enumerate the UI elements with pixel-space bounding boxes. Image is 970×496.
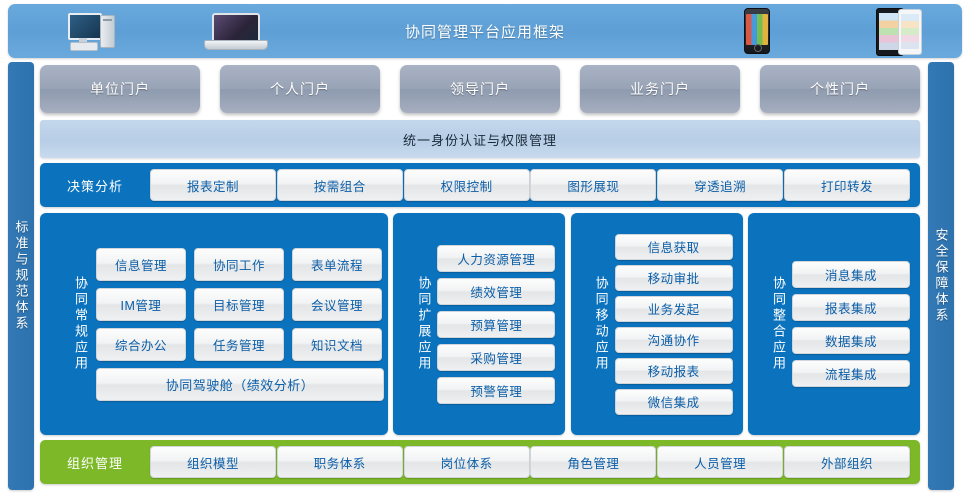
decision-item-graphical-display[interactable]: 图形展现 (530, 169, 657, 201)
unified-auth-bar: 统一身份认证与权限管理 (40, 120, 920, 158)
app-knowledge-document[interactable]: 知识文档 (292, 327, 382, 361)
normal-app-grid: 信息管理 协同工作 表单流程 IM管理 目标管理 会议管理 综合办公 任务管理 … (96, 247, 382, 361)
right-rail-label: 安全保障体系 (933, 228, 949, 324)
page-title: 协同管理平台应用框架 (404, 23, 565, 41)
app-mobile-report[interactable]: 移动报表 (614, 357, 733, 384)
org-item-duty-system[interactable]: 职务体系 (276, 446, 403, 478)
panel-mobile-applications: 协同移动应用 信息获取 移动审批 业务发起 沟通协作 移动报表 微信集成 (570, 213, 743, 435)
app-early-warning-management[interactable]: 预警管理 (437, 376, 556, 404)
app-business-initiation[interactable]: 业务发起 (614, 295, 733, 322)
panel-mobile-body: 信息获取 移动审批 业务发起 沟通协作 移动报表 微信集成 (611, 233, 743, 415)
app-budget-management[interactable]: 预算管理 (437, 310, 556, 338)
portal-row: 单位门户 个人门户 领导门户 业务门户 个性门户 (40, 62, 920, 116)
panel-integration-label: 协同整合应用 (770, 276, 786, 372)
panel-extension-body: 人力资源管理 绩效管理 预算管理 采购管理 预警管理 (433, 244, 565, 404)
normal-app-row: IM管理 目标管理 会议管理 (96, 287, 382, 321)
platform-header: 协同管理平台应用框架 (8, 4, 962, 58)
app-task-management[interactable]: 任务管理 (194, 327, 284, 361)
normal-app-row: 信息管理 协同工作 表单流程 (96, 247, 382, 281)
organization-management-label: 组织管理 (66, 455, 123, 471)
left-rail-standards: 标准与规范体系 (8, 62, 34, 490)
app-meeting-management[interactable]: 会议管理 (292, 287, 382, 321)
org-item-role-management[interactable]: 角色管理 (530, 446, 657, 478)
portal-unit[interactable]: 单位门户 (40, 65, 200, 113)
app-information-management[interactable]: 信息管理 (96, 247, 186, 281)
org-item-personnel-management[interactable]: 人员管理 (657, 446, 784, 478)
application-columns: 协同常规应用 信息管理 协同工作 表单流程 IM管理 目标管理 会议管理 综合办… (40, 213, 920, 435)
app-comprehensive-office[interactable]: 综合办公 (96, 327, 186, 361)
app-performance-management[interactable]: 绩效管理 (437, 277, 556, 305)
desktop-computer-icon (66, 11, 118, 51)
decision-analysis-section: 决策分析 报表定制 按需组合 权限控制 图形展现 穿透追溯 打印转发 (40, 163, 920, 207)
smartphone-icon (744, 8, 770, 54)
decision-analysis-items: 报表定制 按需组合 权限控制 图形展现 穿透追溯 打印转发 (150, 169, 920, 201)
portal-personal[interactable]: 个人门户 (220, 65, 380, 113)
panel-extension-label: 协同扩展应用 (416, 276, 432, 372)
tablet-icon (876, 8, 922, 56)
left-rail-label: 标准与规范体系 (13, 220, 29, 332)
right-rail-security: 安全保障体系 (928, 62, 954, 490)
portal-personalized[interactable]: 个性门户 (760, 65, 920, 113)
app-collaborative-work[interactable]: 协同工作 (194, 247, 284, 281)
app-communication-collaboration[interactable]: 沟通协作 (614, 326, 733, 353)
portal-leader[interactable]: 领导门户 (400, 65, 560, 113)
app-message-integration[interactable]: 消息集成 (791, 261, 910, 288)
panel-mobile-label: 协同移动应用 (593, 276, 609, 372)
app-procurement-management[interactable]: 采购管理 (437, 343, 556, 371)
app-process-integration[interactable]: 流程集成 (791, 360, 910, 387)
panel-normal-label: 协同常规应用 (73, 276, 88, 372)
app-form-workflow[interactable]: 表单流程 (292, 247, 382, 281)
decision-item-print-forward[interactable]: 打印转发 (783, 169, 910, 201)
org-item-position-system[interactable]: 岗位体系 (403, 446, 530, 478)
decision-item-on-demand-combination[interactable]: 按需组合 (276, 169, 403, 201)
app-wechat-integration[interactable]: 微信集成 (614, 388, 733, 415)
panel-normal-applications: 协同常规应用 信息管理 协同工作 表单流程 IM管理 目标管理 会议管理 综合办… (40, 213, 388, 435)
panel-integration-applications: 协同整合应用 消息集成 报表集成 数据集成 流程集成 (747, 213, 920, 435)
portal-business[interactable]: 业务门户 (580, 65, 740, 113)
org-item-external-organization[interactable]: 外部组织 (783, 446, 910, 478)
app-information-acquisition[interactable]: 信息获取 (614, 233, 733, 260)
laptop-icon (204, 10, 268, 52)
decision-analysis-label: 决策分析 (66, 178, 123, 194)
app-data-integration[interactable]: 数据集成 (791, 327, 910, 354)
decision-item-report-customization[interactable]: 报表定制 (150, 169, 276, 201)
app-human-resource-management[interactable]: 人力资源管理 (437, 244, 556, 272)
unified-auth-label: 统一身份认证与权限管理 (402, 132, 557, 148)
organization-management-section: 组织管理 组织模型 职务体系 岗位体系 角色管理 人员管理 外部组织 (40, 440, 920, 484)
panel-extension-applications: 协同扩展应用 人力资源管理 绩效管理 预算管理 采购管理 预警管理 (393, 213, 566, 435)
app-goal-management[interactable]: 目标管理 (194, 287, 284, 321)
panel-integration-body: 消息集成 报表集成 数据集成 流程集成 (788, 261, 920, 387)
app-mobile-approval[interactable]: 移动审批 (614, 264, 733, 291)
normal-app-row: 综合办公 任务管理 知识文档 (96, 327, 382, 361)
app-cockpit-performance-analysis[interactable]: 协同驾驶舱（绩效分析） (96, 367, 384, 401)
decision-item-permission-control[interactable]: 权限控制 (403, 169, 530, 201)
org-item-organization-model[interactable]: 组织模型 (150, 446, 276, 478)
decision-item-drill-through-trace[interactable]: 穿透追溯 (657, 169, 784, 201)
panel-normal-body: 信息管理 协同工作 表单流程 IM管理 目标管理 会议管理 综合办公 任务管理 … (90, 247, 394, 401)
app-im-management[interactable]: IM管理 (96, 287, 186, 321)
app-report-integration[interactable]: 报表集成 (791, 294, 910, 321)
organization-management-items: 组织模型 职务体系 岗位体系 角色管理 人员管理 外部组织 (150, 446, 920, 478)
